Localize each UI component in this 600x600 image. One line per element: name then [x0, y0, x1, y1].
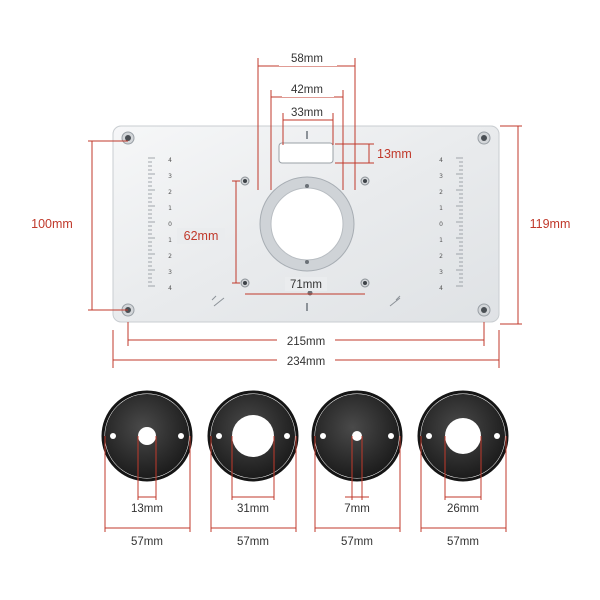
ring-4-outer-label: 57mm: [447, 536, 479, 548]
ring-3-inner-label: 7mm: [344, 503, 370, 515]
left-scale: [148, 157, 155, 287]
insert-rings: 13mm 57mm 31mm 57mm: [101, 390, 509, 548]
scale-label: 3: [168, 269, 172, 276]
ring-4-inner-label: 26mm: [447, 503, 479, 515]
center-mark-bottom: [306, 303, 308, 311]
dim-label-13-slot: 13mm: [377, 147, 412, 161]
dim-label-215: 215mm: [287, 336, 325, 348]
scale-label: 3: [439, 269, 443, 276]
right-scale-labels: 4 3 2 1 0 1 2 3 4: [439, 157, 443, 292]
corner-hole-top-right: [477, 131, 491, 145]
dim-label-58: 58mm: [291, 53, 323, 65]
insert-ring-4: 26mm 57mm: [417, 390, 509, 548]
dim-label-119: 119mm: [530, 217, 571, 231]
scale-label: 4: [168, 157, 172, 164]
scale-label: 3: [168, 173, 172, 180]
mount-hole-top-right: [360, 176, 370, 186]
scale-label: 1: [168, 237, 172, 244]
angle-mark-right: [389, 295, 401, 307]
scale-label: 1: [439, 205, 443, 212]
dim-label-33: 33mm: [291, 107, 323, 119]
dim-label-71: 71mm: [290, 279, 322, 291]
scale-label: 3: [439, 173, 443, 180]
scale-label: 2: [439, 253, 443, 260]
corner-hole-bottom-right: [477, 303, 491, 317]
corner-hole-top-left: [121, 131, 135, 145]
center-dot-bottom: [307, 290, 313, 296]
plate-dimension-labels: 58mm 42mm 33mm 13mm 100mm 62mm 71mm 119m…: [25, 51, 576, 368]
scale-label: 2: [439, 189, 443, 196]
scale-label: 4: [439, 157, 443, 164]
dim-label-42: 42mm: [291, 84, 323, 96]
top-slot: [278, 142, 334, 164]
scale-label: 0: [168, 221, 172, 228]
scale-label: 2: [168, 189, 172, 196]
scale-label: 2: [168, 253, 172, 260]
center-mark-top: [306, 131, 308, 139]
ring-2-outer-label: 57mm: [237, 536, 269, 548]
dim-label-234: 234mm: [287, 356, 325, 368]
insert-ring-1: 13mm 57mm: [101, 390, 193, 548]
scale-label: 4: [168, 285, 172, 292]
scale-label: 0: [439, 221, 443, 228]
mount-hole-bottom-left: [240, 278, 250, 288]
router-plate: 4 3 2 1 0 1 2 3 4 4 3 2 1 0 1 2 3 4: [112, 125, 500, 323]
dim-label-100: 100mm: [31, 217, 73, 231]
left-scale-labels: 4 3 2 1 0 1 2 3 4: [168, 157, 172, 292]
mount-hole-top-left: [240, 176, 250, 186]
scale-label: 4: [439, 285, 443, 292]
mount-hole-bottom-right: [360, 278, 370, 288]
ring-1-outer-label: 57mm: [131, 536, 163, 548]
ring-3-outer-label: 57mm: [341, 536, 373, 548]
scale-label: 1: [439, 237, 443, 244]
angle-mark-left: [211, 295, 225, 307]
center-bit-hole: [259, 176, 355, 272]
ring-2-inner-label: 31mm: [237, 503, 269, 515]
insert-ring-3: 7mm 57mm: [311, 390, 403, 548]
ring-1-inner-label: 13mm: [131, 503, 163, 515]
scale-label: 1: [168, 205, 172, 212]
insert-ring-2: 31mm 57mm: [207, 390, 299, 548]
dim-label-62: 62mm: [184, 229, 219, 243]
right-scale: [456, 157, 463, 287]
